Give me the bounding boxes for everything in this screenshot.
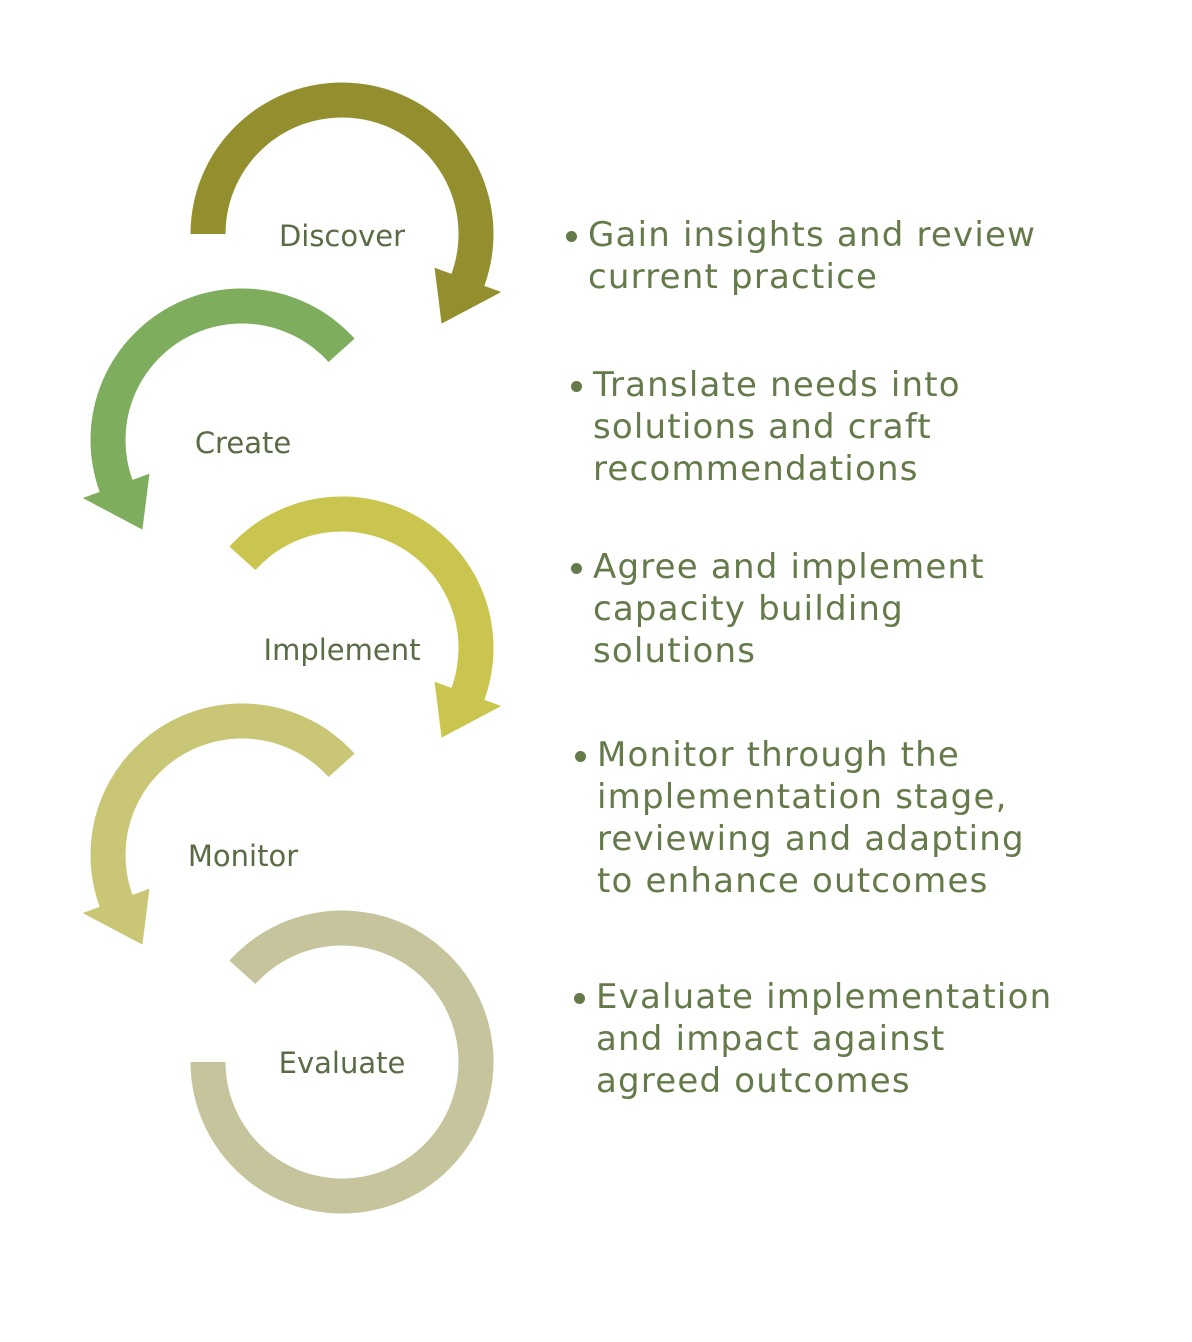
description-text: Evaluate implementation and impact again… [596,977,1053,1101]
description-text: Gain insights and review current practic… [588,215,1037,297]
stage-description-discover: Gain insights and review current practic… [566,214,1036,298]
description-text: Agree and implement capacity building so… [593,547,985,671]
bullet-icon [571,563,582,574]
stage-label-evaluate: Evaluate [279,1046,406,1080]
description-text: Monitor through the implementation stage… [597,735,1025,901]
bullet-icon [566,231,577,242]
curved-arrow-implement [229,496,502,738]
stage-description-create: Translate needs into solutions and craft… [571,364,961,490]
stage-label-monitor: Monitor [188,839,298,873]
bullet-icon [574,993,585,1004]
stage-label-discover: Discover [279,219,405,253]
stage-description-monitor: Monitor through the implementation stage… [575,734,1025,902]
bullet-icon [571,381,582,392]
curved-arrow-discover [190,82,502,324]
stage-label-create: Create [195,426,291,460]
curved-arrow-create [82,288,355,530]
curved-arrow-monitor [82,703,355,945]
stage-description-implement: Agree and implement capacity building so… [571,546,985,672]
description-text: Translate needs into solutions and craft… [593,365,961,489]
stage-description-evaluate: Evaluate implementation and impact again… [574,976,1052,1102]
stage-label-implement: Implement [264,633,421,667]
bullet-icon [575,751,586,762]
